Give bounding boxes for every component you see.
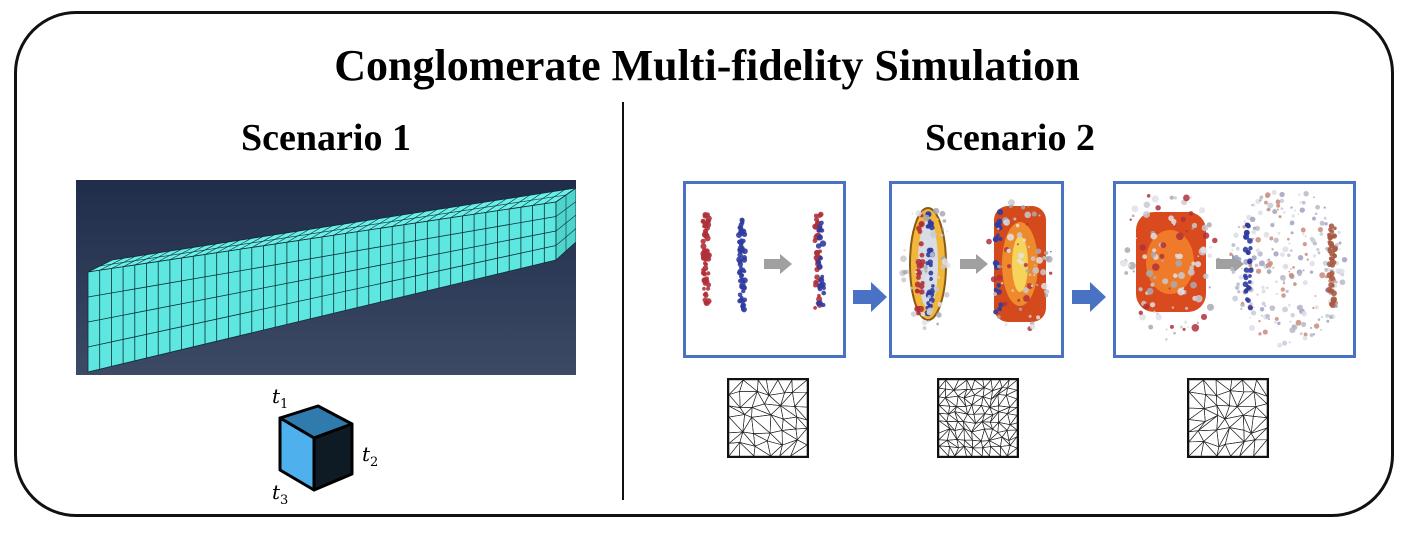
cube-side-face (312, 422, 354, 492)
page-title: Conglomerate Multi-fidelity Simulation (334, 41, 1080, 90)
simulation-stage-1 (683, 181, 846, 358)
cube-label-t2: t2 (362, 442, 379, 470)
cube-label-t1: t1 (272, 384, 289, 412)
flow-arrow-1 (853, 282, 887, 312)
element-cube: t1 t2 t3 (266, 384, 396, 512)
triangular-mesh-1 (727, 378, 809, 458)
scenario-2-title: Scenario 2 (925, 117, 1095, 159)
scenario-1-title: Scenario 1 (241, 117, 411, 159)
simulation-stage-3 (1113, 181, 1356, 358)
triangular-mesh-3 (1187, 378, 1269, 458)
triangular-mesh-2 (937, 378, 1019, 458)
simulation-stage-2 (889, 181, 1064, 358)
flow-arrow-2 (1072, 282, 1106, 312)
cube-label-t3: t3 (272, 480, 289, 508)
beam-mesh-image (76, 180, 577, 375)
scenario-divider (622, 102, 624, 500)
